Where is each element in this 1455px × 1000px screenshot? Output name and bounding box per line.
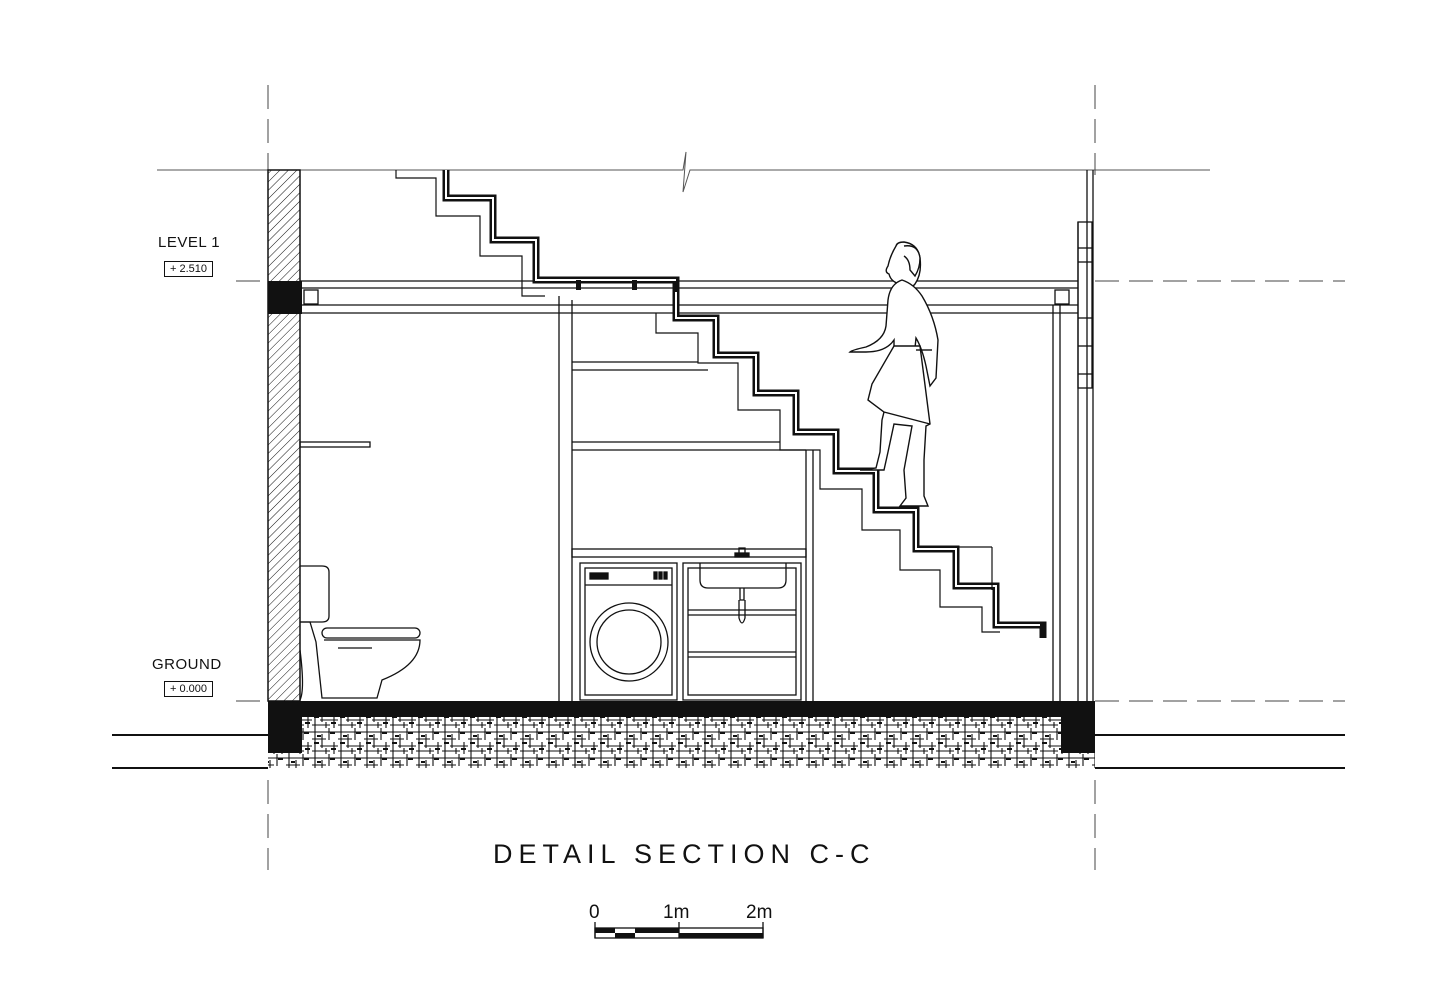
person-figure <box>848 241 939 507</box>
ground-label: GROUND <box>152 656 222 673</box>
right-wall <box>1077 170 1094 701</box>
upper-stair <box>395 170 680 297</box>
level1-elevation: + 2.510 <box>164 261 214 277</box>
washing-machine <box>579 562 678 701</box>
wall-shelf <box>299 441 371 448</box>
level1-label: LEVEL 1 <box>158 234 221 251</box>
scale-label-2m: 2m <box>746 902 773 923</box>
level1-floor <box>300 280 1078 701</box>
upper-level-line <box>157 151 1210 193</box>
scale-label-0: 0 <box>589 902 600 923</box>
grid-lines <box>236 85 1345 870</box>
floor-slab <box>268 701 1095 753</box>
sink-cabinet <box>682 547 802 701</box>
left-wall <box>267 169 302 702</box>
drawing-title: DETAIL SECTION C-C <box>493 839 876 869</box>
scale-bar-graphic <box>594 922 764 939</box>
ground-elevation: + 0.000 <box>164 681 214 697</box>
under-stair-cabinet <box>558 296 814 701</box>
lower-stair <box>655 288 1047 638</box>
gravel-fill <box>268 716 1095 768</box>
ground-lines <box>112 734 1345 769</box>
toilet <box>299 565 421 701</box>
scale-label-1m: 1m <box>663 902 690 923</box>
